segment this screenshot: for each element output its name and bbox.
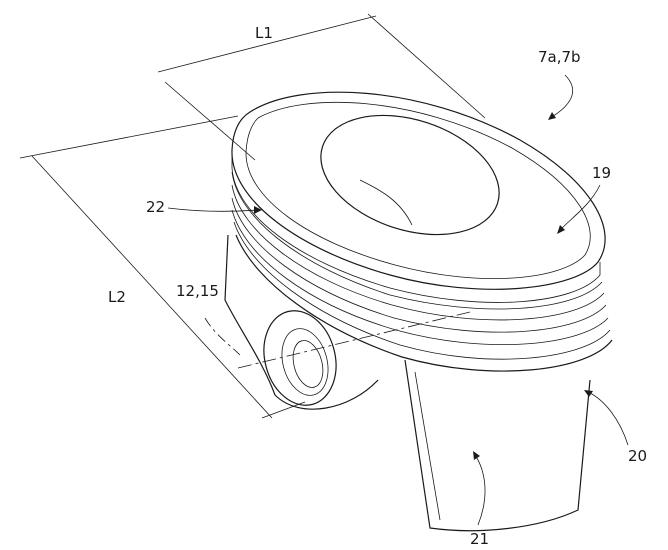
pin-bore-inner <box>281 328 329 396</box>
pin-bore-outer <box>263 310 337 406</box>
dimension-l2: L2 <box>19 115 306 419</box>
label-22: 22 <box>146 198 165 216</box>
piston <box>204 91 613 532</box>
label-l2: L2 <box>108 288 126 306</box>
label-20: 20 <box>628 447 647 465</box>
crown-outer <box>231 91 606 290</box>
skirt <box>404 359 591 532</box>
crown-inner <box>245 101 591 280</box>
label-7a-7b: 7a,7b <box>538 48 581 66</box>
label-12-15: 12,15 <box>176 282 219 300</box>
label-l1: L1 <box>255 24 273 42</box>
crown-bowl <box>320 114 500 236</box>
label-21: 21 <box>470 530 489 548</box>
reference-arrows <box>167 74 629 526</box>
dimension-l1: L1 <box>157 13 486 161</box>
label-19: 19 <box>592 164 611 182</box>
